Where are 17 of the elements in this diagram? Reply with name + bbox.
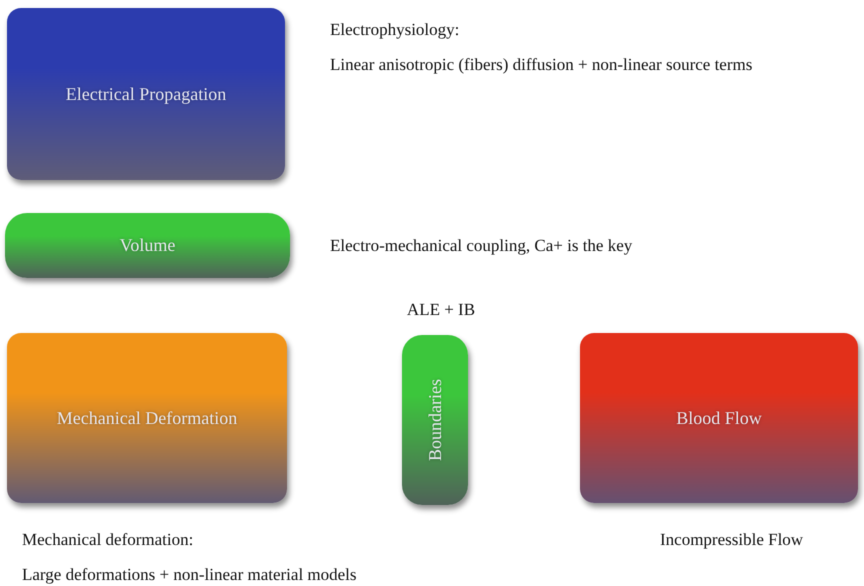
description-text: ALE + IB xyxy=(406,300,476,320)
description-text: Electrophysiology: xyxy=(330,20,460,40)
box-label: Electrical Propagation xyxy=(66,84,226,104)
box-label: Mechanical Deformation xyxy=(56,408,238,428)
rounded-box xyxy=(7,8,285,180)
box-label: Blood Flow xyxy=(676,408,762,428)
box-label: Boundaries xyxy=(424,379,446,461)
rounded-box xyxy=(580,333,858,503)
rounded-box xyxy=(7,333,287,503)
box-label: Volume xyxy=(120,235,176,256)
description-text: Electro-mechanical coupling, Ca+ is the key xyxy=(330,236,634,256)
rounded-box xyxy=(5,213,290,278)
description-text: Incompressible Flow xyxy=(660,530,804,550)
rounded-box xyxy=(402,335,468,505)
description-text: Mechanical deformation: xyxy=(22,530,194,550)
description-text: Large deformations + non-linear material models xyxy=(22,565,358,586)
description-text: Linear anisotropic (fibers) diffusion + non-linear source terms xyxy=(330,54,754,76)
